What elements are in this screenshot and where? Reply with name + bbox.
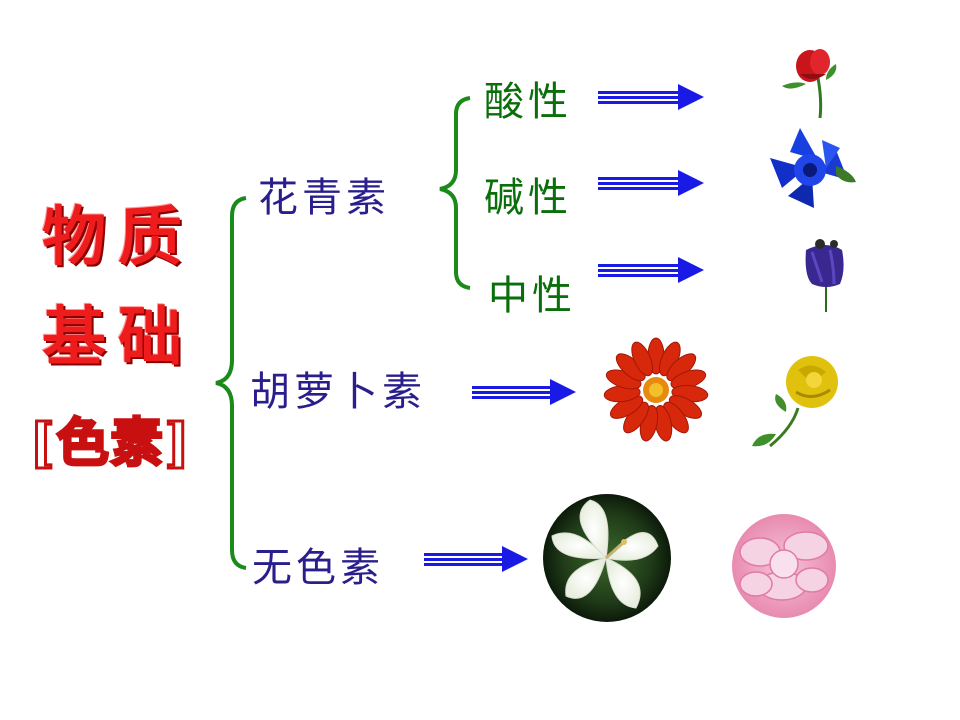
flower-purple-bellflower bbox=[805, 239, 844, 312]
arrow-alkaline bbox=[598, 170, 704, 196]
flower-white-hibiscus bbox=[543, 494, 671, 622]
title-line-2: 基础 bbox=[42, 300, 194, 375]
brace-anthocyanin bbox=[439, 96, 471, 290]
arrow-carotene bbox=[472, 379, 576, 405]
arrow-colorless bbox=[424, 546, 528, 572]
category-carotene: 胡萝卜素 bbox=[250, 369, 426, 415]
flower-yellow-rose bbox=[752, 356, 838, 448]
sub-alkaline: 碱性 bbox=[484, 175, 572, 221]
brace-main bbox=[215, 196, 247, 570]
title-line-1: 物质 bbox=[42, 200, 194, 275]
flower-red-rose-bud bbox=[782, 49, 837, 119]
arrow-acidic bbox=[598, 84, 704, 110]
category-anthocyanin: 花青素 bbox=[258, 175, 390, 221]
title-line-3: [色素] bbox=[28, 413, 192, 474]
category-colorless: 无色素 bbox=[252, 545, 384, 591]
flower-pink-peony bbox=[732, 514, 836, 618]
flower-red-chrysanthemum bbox=[603, 337, 709, 442]
flower-blue-gentian bbox=[770, 128, 856, 208]
sub-acidic: 酸性 bbox=[484, 79, 572, 125]
sub-neutral: 中性 bbox=[488, 273, 576, 319]
arrow-neutral bbox=[598, 257, 704, 283]
